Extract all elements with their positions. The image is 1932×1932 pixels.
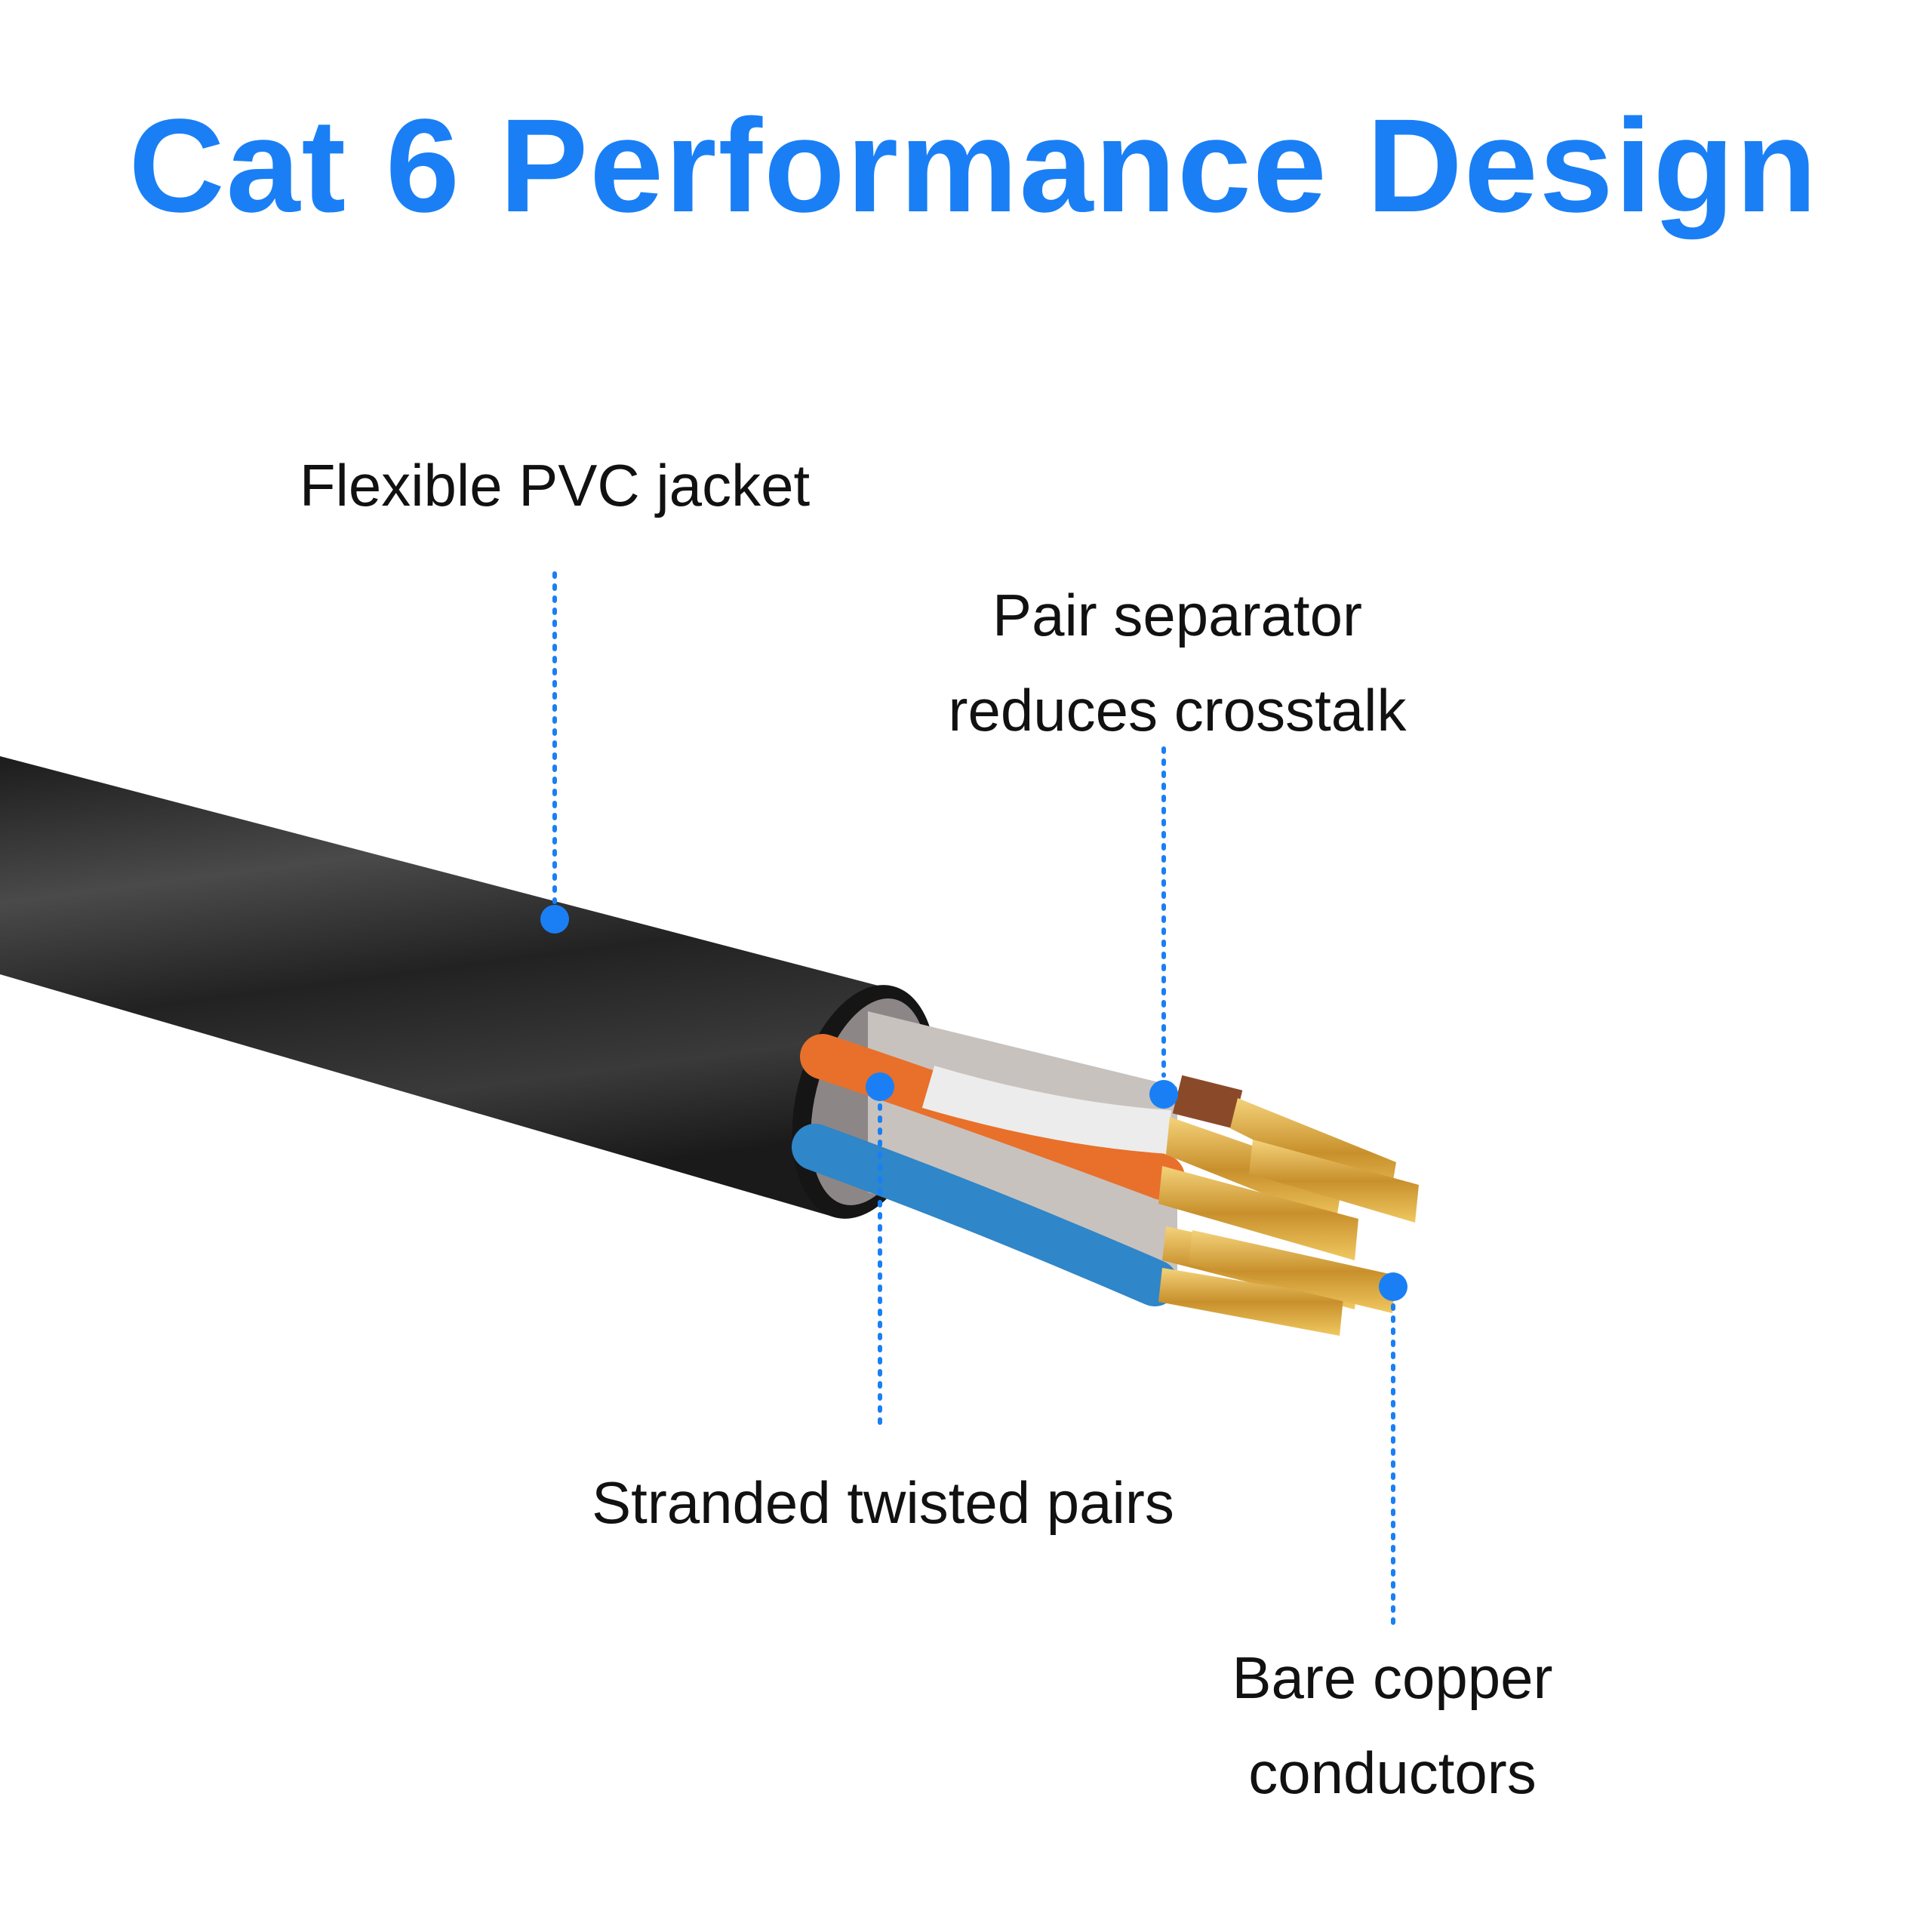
label-line: Bare copper: [1232, 1644, 1553, 1711]
callout-separator-pointer: [1149, 746, 1178, 1109]
label-bare-copper: Bare copper conductors: [1162, 1630, 1623, 1820]
callout-dot-icon: [1149, 1080, 1178, 1109]
label-pair-separator: Pair separator reduces crosstalk: [891, 568, 1464, 758]
label-line: Pair separator: [992, 582, 1362, 648]
label-pvc-jacket: Flexible PVC jacket: [260, 438, 849, 533]
label-line: Flexible PVC jacket: [299, 452, 811, 518]
label-line: Stranded twisted pairs: [592, 1469, 1174, 1536]
callout-dot-icon: [866, 1072, 894, 1101]
twisted-pairs: [792, 1034, 1243, 1306]
label-line: conductors: [1248, 1740, 1537, 1806]
callout-pairs-pointer: [866, 1072, 894, 1432]
callout-dot-icon: [540, 905, 569, 934]
copper-conductors: [1158, 1098, 1419, 1336]
callout-jacket-pointer: [540, 571, 569, 934]
callout-copper-pointer: [1379, 1272, 1407, 1631]
label-line: reduces crosstalk: [948, 677, 1407, 743]
callout-dot-icon: [1379, 1272, 1407, 1301]
page-title: Cat 6 Performance Design: [128, 92, 1819, 240]
label-stranded-pairs: Stranded twisted pairs: [543, 1455, 1223, 1550]
